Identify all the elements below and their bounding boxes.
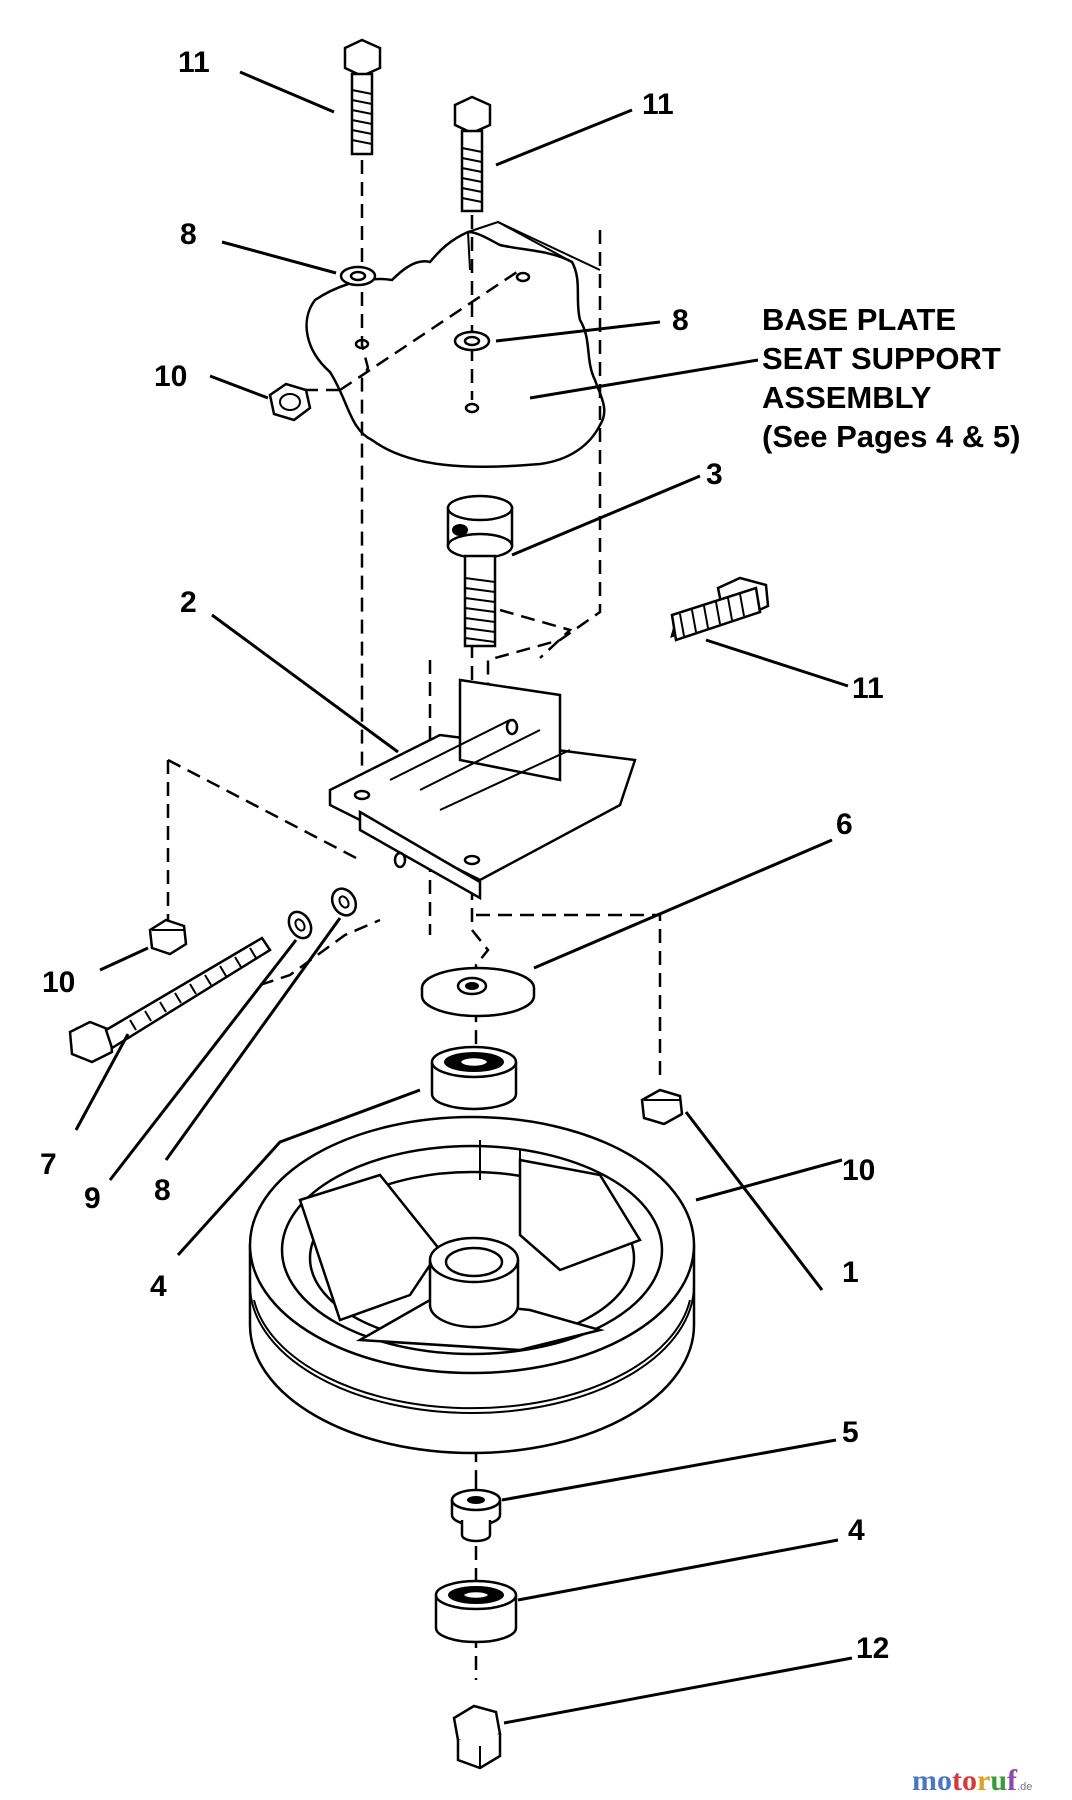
hex-bolt-icon <box>68 936 272 1064</box>
callout-5: 5 <box>842 1416 859 1449</box>
idler-bracket-icon <box>328 678 637 901</box>
callout-11-top-right: 11 <box>642 88 674 121</box>
note-line-3: ASSEMBLY <box>762 380 932 415</box>
hex-nut-icon <box>268 382 312 422</box>
flat-washer-icon <box>453 330 491 352</box>
callout-1: 1 <box>842 1256 859 1289</box>
callout-8-upper-left: 8 <box>180 218 197 251</box>
note-line-4: (See Pages 4 & 5) <box>762 419 1021 454</box>
base-plate-assembly-note: BASE PLATE SEAT SUPPORT ASSEMBLY (See Pa… <box>762 300 1020 456</box>
callout-10-left: 10 <box>42 966 76 999</box>
hex-bolt-icon <box>343 38 382 156</box>
hex-bolt-icon <box>670 576 770 642</box>
note-line-1: BASE PLATE <box>762 302 957 337</box>
hex-nut-icon <box>148 918 188 956</box>
ball-bearing-icon <box>434 1579 518 1644</box>
callout-11-right: 11 <box>852 672 884 705</box>
callout-8-lower: 8 <box>154 1174 171 1207</box>
shoulder-bolt-icon <box>450 1488 502 1543</box>
hex-nut-icon <box>640 1088 684 1126</box>
watermark-part: to <box>952 1764 977 1797</box>
flat-washer-icon <box>420 966 536 1018</box>
callout-leaders <box>74 70 853 1725</box>
callout-11-top-left: 11 <box>178 46 210 79</box>
callout-9: 9 <box>84 1182 101 1215</box>
callout-10-right: 10 <box>842 1154 876 1187</box>
callout-10-upper-left: 10 <box>154 360 188 393</box>
v-pulley-icon <box>248 1115 696 1455</box>
callout-3: 3 <box>706 458 723 491</box>
watermark-logo: motoruf.de <box>912 1764 1032 1798</box>
note-line-2: SEAT SUPPORT <box>762 341 1001 376</box>
callout-7: 7 <box>40 1148 57 1181</box>
watermark-suffix: .de <box>1017 1781 1033 1793</box>
ball-bearing-icon <box>430 1045 518 1111</box>
callout-4-lower: 4 <box>848 1514 865 1547</box>
callout-4-upper: 4 <box>150 1270 167 1303</box>
flat-washer-icon <box>330 887 358 917</box>
watermark-part: f <box>1007 1764 1018 1797</box>
hex-bolt-icon <box>453 95 492 213</box>
callout-12: 12 <box>856 1632 890 1665</box>
shoulder-bolt-icon <box>446 494 514 648</box>
flat-washer-icon <box>287 910 313 940</box>
callout-8-upper-right: 8 <box>672 304 689 337</box>
watermark-part: u <box>990 1764 1008 1797</box>
callout-2: 2 <box>180 586 197 619</box>
flat-washer-icon <box>339 265 377 287</box>
watermark-part: mo <box>912 1764 952 1797</box>
hex-nut-icon <box>452 1704 502 1770</box>
watermark-part: r <box>977 1764 991 1797</box>
callout-6: 6 <box>836 808 853 841</box>
